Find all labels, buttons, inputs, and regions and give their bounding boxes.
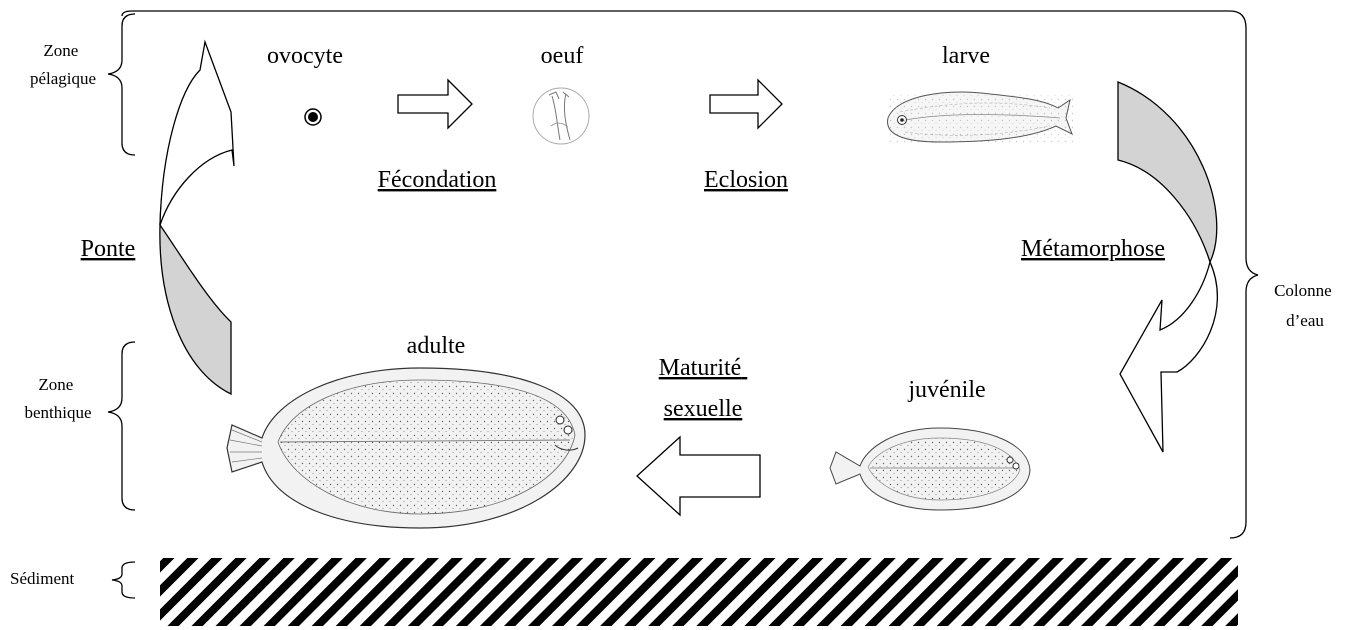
arrow-eclosion [710, 80, 782, 128]
stage-label-larve: larve [942, 43, 990, 69]
sediment-band [160, 558, 1238, 626]
arrow-metamorphose [1118, 82, 1217, 452]
stage-label-juvenile: juvénile [907, 377, 985, 403]
arrow-maturite [637, 437, 760, 515]
juvenile-illustration [830, 428, 1030, 510]
zone-pelagique-label: Zone pélagique [30, 41, 96, 88]
arrow-ponte [160, 42, 234, 394]
sediment-label: Sédiment [10, 569, 74, 588]
adulte-illustration [227, 368, 585, 528]
process-label-eclosion: Eclosion [704, 167, 788, 193]
process-label-metamorphose: Métamorphose [1021, 236, 1165, 262]
colonne-eau-label: Colonne d’eau [1274, 281, 1336, 330]
process-label-maturite: Maturité sexuelle [659, 355, 748, 422]
ovocyte-illustration [305, 109, 321, 125]
sediment-bracket [112, 562, 135, 598]
stage-label-oeuf: oeuf [541, 43, 584, 69]
larve-illustration [888, 92, 1073, 144]
process-label-fecondation: Fécondation [378, 167, 497, 193]
stage-label-adulte: adulte [407, 333, 466, 359]
zone-benthique-label: Zone benthique [24, 375, 91, 422]
process-label-ponte: Ponte [81, 236, 136, 262]
zone-benthique-bracket [108, 342, 135, 510]
oeuf-illustration [533, 88, 589, 144]
arrow-fecondation [398, 80, 472, 128]
zone-pelagique-bracket [108, 14, 135, 155]
stage-label-ovocyte: ovocyte [267, 43, 343, 69]
